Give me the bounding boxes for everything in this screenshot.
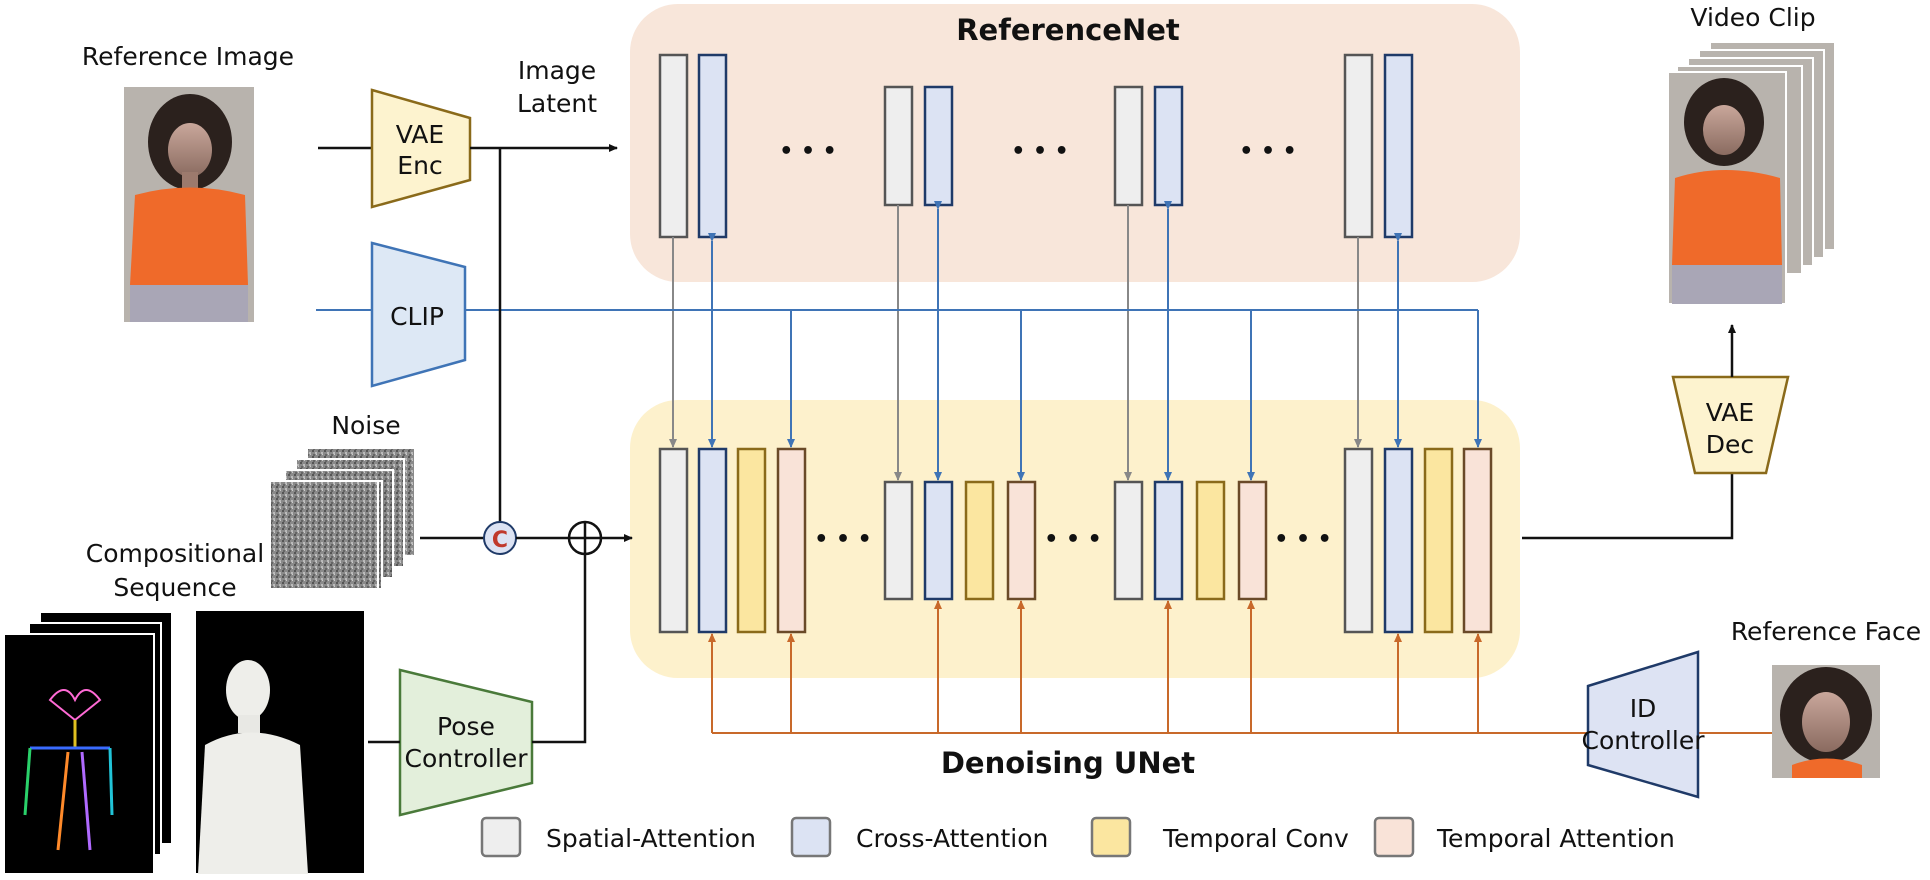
id-controller	[1586, 650, 1700, 799]
legend: Spatial-Attention Cross-Attention Tempor…	[480, 816, 1675, 858]
unet-ellipsis-1: • • •	[814, 527, 872, 552]
ref-unet-blue-double-arrows	[708, 201, 1402, 481]
id-controller-label-2: Controller	[1582, 726, 1706, 755]
add-node	[567, 520, 603, 556]
clip-encoder	[370, 241, 467, 388]
referencenet-title: ReferenceNet	[956, 13, 1180, 47]
ref-to-unet-gray-arrows	[669, 205, 1362, 481]
compositional-label-1: Compositional	[86, 539, 264, 568]
image-latent-label-1: Image	[518, 56, 596, 85]
legend-label-temporal-attn: Temporal Attention	[1436, 824, 1675, 853]
concat-symbol: C	[492, 528, 508, 553]
noise-stack	[269, 447, 416, 590]
unet-spatial-block-2	[883, 480, 914, 601]
ref-spatial-block-4	[1343, 53, 1374, 239]
pose-controller-label-2: Controller	[405, 744, 529, 773]
clip-embedding-lines	[316, 309, 1482, 481]
reference-face-image	[1772, 665, 1880, 778]
legend-swatch-spatial	[480, 816, 522, 858]
noise-label: Noise	[331, 411, 400, 440]
unet-temporal-attn-block-2	[1006, 480, 1037, 601]
vae-enc-label-2: Enc	[397, 151, 442, 180]
unet-ellipsis-2: • • •	[1044, 527, 1102, 552]
image-latent-label-2: Latent	[517, 89, 597, 118]
unet-temporal-conv-block-3	[1195, 480, 1226, 601]
unet-temporal-attn-block-1	[776, 447, 807, 634]
ref-ellipsis-3: • • •	[1239, 139, 1297, 164]
legend-swatch-temporal-conv	[1090, 816, 1132, 858]
ref-spatial-block-2	[883, 85, 914, 207]
unet-to-vae-dec-line	[1522, 473, 1734, 540]
unet-temporal-attn-block-3	[1237, 480, 1268, 601]
unet-spatial-block-1	[658, 447, 689, 634]
pose-controller	[398, 668, 534, 817]
referencenet-panel	[630, 4, 1520, 282]
legend-swatch-temporal-attn	[1373, 816, 1415, 858]
denoising-unet-title: Denoising UNet	[941, 746, 1195, 780]
ref-spatial-block-1	[658, 53, 689, 239]
id-embedding-lines	[708, 600, 1772, 734]
unet-temporal-attn-block-4	[1462, 447, 1493, 634]
vae-encoder	[370, 88, 472, 209]
pose-skeleton-stack	[3, 611, 173, 875]
ref-ellipsis-1: • • •	[779, 139, 837, 164]
compositional-label-2: Sequence	[113, 573, 236, 602]
legend-label-cross: Cross-Attention	[856, 824, 1048, 853]
ref-cross-block-4	[1383, 53, 1414, 239]
unet-temporal-conv-block-4	[1423, 447, 1454, 634]
vae-dec-label-2: Dec	[1706, 430, 1754, 459]
body-mesh-stack	[194, 609, 366, 875]
video-clip-stack	[1667, 41, 1836, 305]
ref-ellipsis-2: • • •	[1011, 139, 1069, 164]
legend-label-temporal-conv: Temporal Conv	[1162, 824, 1349, 853]
reference-image-label: Reference Image	[82, 42, 294, 71]
unet-ellipsis-3: • • •	[1274, 527, 1332, 552]
pose-to-add-line	[532, 554, 587, 744]
vae-enc-label-1: VAE	[396, 120, 444, 149]
video-clip-label: Video Clip	[1690, 3, 1815, 32]
pose-controller-label-1: Pose	[437, 712, 495, 741]
ref-cross-block-2	[923, 85, 954, 207]
unet-cross-block-2	[923, 480, 954, 601]
unet-spatial-block-4	[1343, 447, 1374, 634]
ref-cross-block-1	[697, 53, 728, 239]
denoising-unet-panel	[630, 400, 1520, 678]
clip-label: CLIP	[390, 302, 444, 331]
reference-image	[124, 87, 254, 322]
unet-temporal-conv-block-1	[736, 447, 767, 634]
legend-label-spatial: Spatial-Attention	[546, 824, 756, 853]
unet-blocks	[658, 447, 1493, 634]
legend-swatch-cross	[790, 816, 832, 858]
unet-cross-block-1	[697, 447, 728, 634]
unet-cross-block-3	[1153, 480, 1184, 601]
id-controller-label-1: ID	[1630, 694, 1657, 723]
vae-dec-label-1: VAE	[1706, 398, 1754, 427]
unet-temporal-conv-block-2	[964, 480, 995, 601]
unet-spatial-block-3	[1113, 480, 1144, 601]
unet-cross-block-4	[1383, 447, 1414, 634]
vae-decoder	[1671, 375, 1790, 475]
reference-face-label: Reference Face	[1731, 617, 1921, 646]
ref-spatial-block-3	[1113, 85, 1144, 207]
ref-cross-block-3	[1153, 85, 1184, 207]
